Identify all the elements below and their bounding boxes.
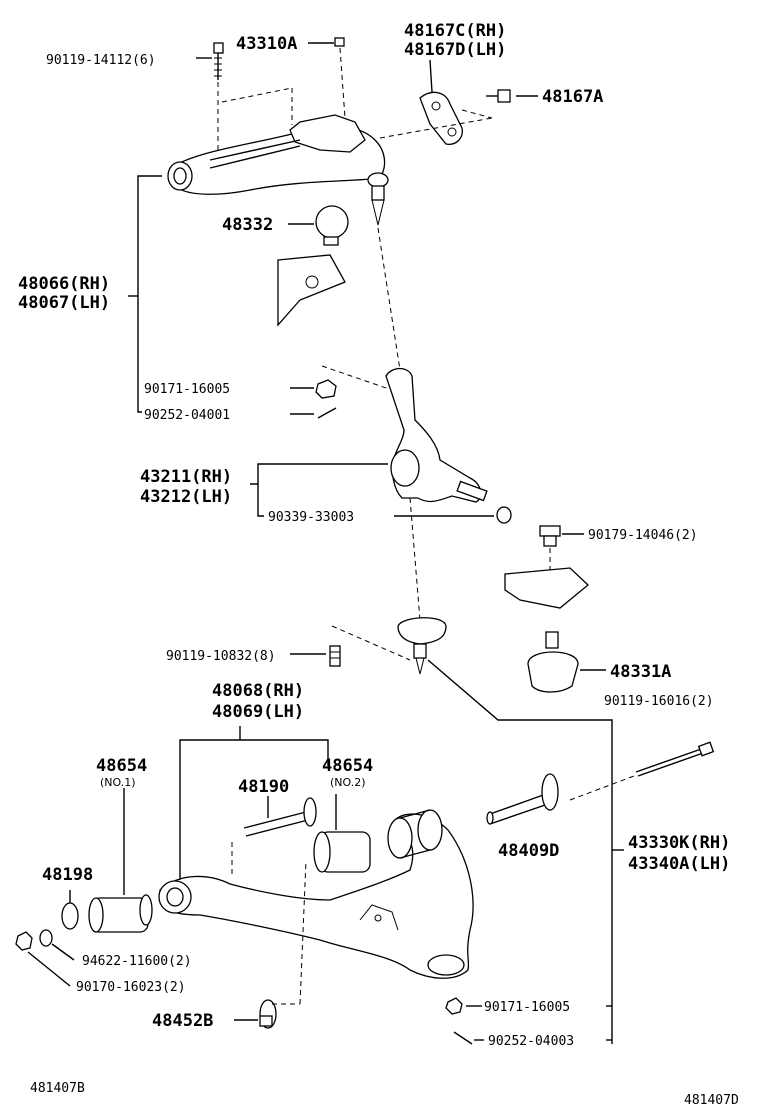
bumper-48331A — [527, 631, 579, 693]
bumper-48332 — [315, 205, 349, 246]
label-90252-04001: 90252-04001 — [144, 408, 230, 423]
bolt-90119-16016 — [635, 741, 715, 777]
diagram-code-left: 481407B — [30, 1081, 85, 1096]
bolt-48409D — [486, 773, 559, 825]
label-43310A: 43310A — [236, 34, 297, 54]
steering-knuckle — [385, 367, 488, 503]
label-48654-no1-sub: (NO.1) — [100, 776, 136, 789]
bolt-48190 — [243, 797, 317, 837]
bushing-48654-no2 — [313, 831, 371, 873]
bolt-90179-14046 — [539, 525, 561, 547]
bushing-housing — [387, 809, 443, 859]
nut-90171-16005-lower — [445, 997, 463, 1015]
label-90179-14046: 90179-14046(2) — [588, 528, 698, 543]
screw-43310A — [334, 37, 345, 47]
leader-lines — [27, 42, 624, 1041]
diagram-code-right: 481407D — [684, 1093, 739, 1108]
lower-ball-joint — [397, 617, 447, 675]
lower-control-arm — [158, 813, 474, 979]
label-90339-33003: 90339-33003 — [268, 510, 354, 525]
cam-bolt-48452B — [259, 999, 277, 1029]
label-48167A: 48167A — [542, 87, 603, 107]
cam-48198 — [61, 902, 79, 930]
label-90119-14112: 90119-14112(6) — [46, 53, 156, 68]
label-48452B: 48452B — [152, 1011, 213, 1031]
label-48190: 48190 — [238, 777, 289, 797]
bracket-48167 — [419, 91, 463, 145]
label-48331A: 48331A — [610, 662, 671, 682]
label-90170-16023: 90170-16023(2) — [76, 980, 186, 995]
label-48332: 48332 — [222, 215, 273, 235]
nut-90339-33003 — [496, 506, 512, 524]
nut-90170-16023 — [15, 931, 33, 951]
label-48068: 48068(RH) — [212, 681, 304, 701]
bolt-48167A — [486, 89, 511, 103]
label-48066: 48066(RH) — [18, 274, 110, 294]
label-48067: 48067(LH) — [18, 293, 110, 313]
nut-90171-16005-upper — [315, 379, 337, 399]
label-43340A: 43340A(LH) — [628, 854, 730, 874]
label-48409D: 48409D — [498, 841, 559, 861]
bushing-48654-no1 — [88, 894, 153, 933]
bolt-90119-14112 — [213, 42, 224, 80]
label-48198: 48198 — [42, 865, 93, 885]
label-43212: 43212(LH) — [140, 487, 232, 507]
label-90119-10832: 90119-10832(8) — [166, 649, 276, 664]
label-94622-11600: 94622-11600(2) — [82, 954, 192, 969]
label-90171-16005-upper: 90171-16005 — [144, 382, 230, 397]
bumper-bracket — [277, 254, 346, 327]
lower-bumper-bracket — [504, 567, 589, 609]
label-48654-no2: 48654 — [322, 756, 373, 776]
label-48654-no1: 48654 — [96, 756, 147, 776]
label-90171-16005-lower: 90171-16005 — [484, 1000, 570, 1015]
label-48069: 48069(LH) — [212, 702, 304, 722]
bolt-90119-10832 — [329, 645, 341, 667]
label-48167D: 48167D(LH) — [404, 40, 506, 60]
label-43330K: 43330K(RH) — [628, 833, 730, 853]
cotter-pin-90252-04003 — [453, 1031, 473, 1045]
upper-control-arm — [167, 114, 389, 226]
label-43211: 43211(RH) — [140, 467, 232, 487]
washer-94622-11600 — [39, 929, 53, 947]
cotter-pin-90252-04001 — [317, 407, 337, 419]
label-90119-16016: 90119-16016(2) — [604, 694, 714, 709]
label-90252-04003: 90252-04003 — [488, 1034, 574, 1049]
label-48167C: 48167C(RH) — [404, 21, 506, 41]
label-48654-no2-sub: (NO.2) — [330, 776, 366, 789]
